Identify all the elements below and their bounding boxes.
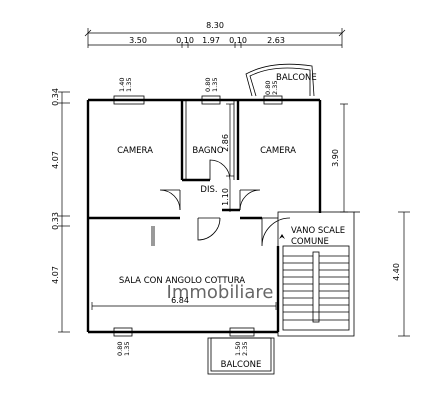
win-bot1-a: 0.80	[116, 342, 124, 356]
win-top3-a: 0.80	[264, 81, 272, 95]
top-dimensions: 8.30 3.50 0.10 1.97 0.10 2.63	[84, 21, 346, 48]
stairwell: VANO SCALE COMUNE	[277, 211, 360, 337]
doors	[159, 159, 291, 247]
top-segment-2: 0.10	[176, 36, 194, 45]
total-width-label: 8.30	[206, 21, 224, 30]
room-sala: SALA CON ANGOLO COTTURA	[119, 276, 245, 286]
room-camera-left: CAMERA	[117, 146, 153, 156]
entrance-arrow-icon	[279, 234, 285, 239]
bathroom-height: 2.86	[221, 134, 230, 152]
top-segment-1: 3.50	[129, 36, 147, 45]
room-camera-right: CAMERA	[260, 146, 296, 156]
left-height-1: 0.34	[51, 88, 60, 106]
balcony-bottom: BALCONE	[207, 337, 275, 375]
win-bot1-b: 1.35	[123, 342, 131, 356]
dis-height: 1.10	[221, 188, 230, 206]
win-top1-b: 1.35	[125, 78, 133, 92]
win-top3-b: 2.35	[271, 81, 279, 95]
left-dimensions: 0.34 4.07 0.33 4.07	[51, 88, 70, 333]
right-dimensions: 4.40	[392, 211, 410, 337]
top-segment-4: 0.10	[229, 36, 247, 45]
win-top2-a: 0.80	[204, 78, 212, 92]
balcony-top: BALCONE	[245, 63, 317, 97]
room-bagno: BAGNO	[192, 146, 223, 156]
stairwell-label-1: VANO SCALE	[291, 226, 345, 236]
left-height-2: 4.07	[51, 151, 60, 169]
windows-bottom: 0.80 1.35 1.50 2.35	[113, 327, 255, 356]
left-height-4: 4.07	[51, 266, 60, 284]
win-top2-b: 1.35	[211, 78, 219, 92]
win-bot2-b: 2.35	[241, 342, 249, 356]
top-segment-3: 1.97	[202, 36, 220, 45]
camera-right-height: 3.90	[331, 149, 340, 167]
stairwell-label-2: COMUNE	[291, 237, 329, 247]
win-top1-a: 1.40	[118, 78, 126, 92]
watermark: Immobiliare	[167, 282, 274, 303]
inner-walls	[151, 100, 240, 246]
right-height-label: 4.40	[392, 263, 401, 281]
left-height-3: 0.33	[51, 212, 60, 230]
balcony-top-label: BALCONE	[276, 73, 317, 83]
sala-width: 6.84	[171, 296, 189, 305]
room-labels: CAMERA BAGNO CAMERA DIS. SALA CON ANGOLO…	[117, 146, 296, 286]
top-segment-5: 2.63	[267, 36, 285, 45]
win-bot2-a: 1.50	[234, 342, 242, 356]
windows-top: 1.40 1.35 0.80 1.35 0.80 2.35	[113, 78, 283, 105]
room-dis: DIS.	[200, 185, 217, 195]
interior-dimensions: 2.86 1.10 3.90 6.84	[91, 103, 348, 310]
balcony-bottom-label: BALCONE	[221, 360, 262, 370]
